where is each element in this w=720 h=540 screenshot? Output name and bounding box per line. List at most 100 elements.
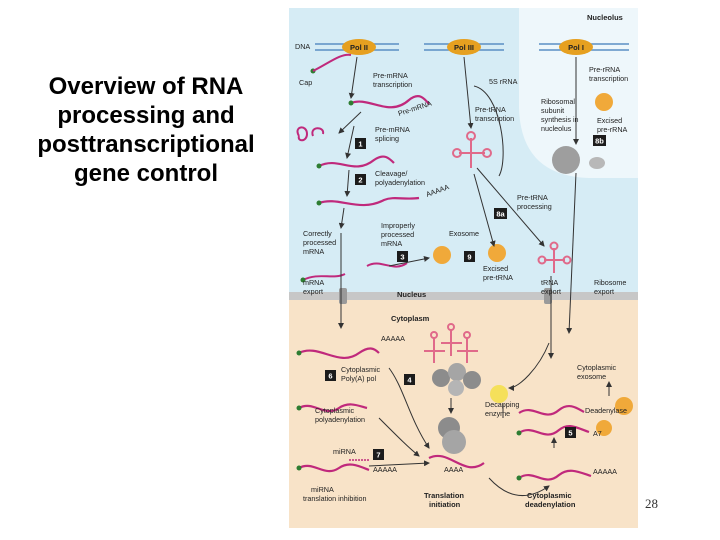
translated-mrna <box>428 454 485 469</box>
polyadenylated-mrna-cap <box>316 200 322 206</box>
cyto-polya-pol-1: Cytoplasmic <box>341 365 381 374</box>
pol-i-enzyme <box>559 39 593 55</box>
cyto-exosome-1: Cytoplasmic <box>577 363 617 372</box>
decapping-2: enzyme <box>485 409 510 418</box>
step-3-label: 3 <box>400 253 404 262</box>
correctly-processed-3: mRNA <box>303 247 324 256</box>
rna-processing-figure: Nucleolus Nucleus Cytoplasm DNA Pol II P… <box>289 8 638 528</box>
step-6-label: 6 <box>328 372 332 381</box>
title-line-4: gene control <box>73 160 218 187</box>
step-6-box <box>325 370 336 381</box>
deadenylation-mrna <box>518 469 592 481</box>
nuclear-envelope <box>289 292 638 300</box>
cyto-aaaaa: AAAAA <box>381 334 405 343</box>
nucleolus-label: Nucleolus <box>587 13 623 22</box>
translating-ribosome <box>438 417 466 454</box>
title-line-3: posttranscriptional <box>37 131 255 158</box>
cyto-deadenylation-1: Cytoplasmic <box>527 491 572 500</box>
mirna-target-cap <box>296 465 302 471</box>
small-ribosomal-subunit <box>589 157 605 169</box>
deadenylation-mrna-cap <box>516 475 522 481</box>
improperly-processed-2: processed <box>381 230 414 239</box>
cyto-polyadenylation-1: Cytoplasmic <box>315 406 355 415</box>
pre-trna-tx-1: Pre-tRNA <box>475 105 506 114</box>
pre-mrna-splicing-1: Pre-mRNA <box>375 125 410 134</box>
export-mrna-cap <box>300 277 306 283</box>
excised-pre-rrna-2: pre-rRNA <box>597 125 628 134</box>
ribosomal-subunit-1: Ribosomal <box>541 97 575 106</box>
mirna-inhibition-1: miRNA <box>311 485 334 494</box>
step-4-box <box>404 374 415 385</box>
deadenylated-mrna-cap <box>516 430 522 436</box>
decapping-mrna <box>518 404 585 416</box>
correctly-processed-2: processed <box>303 238 336 247</box>
cytoplasmic-exosome <box>615 397 633 415</box>
mirna-inhibition-2: translation inhibition <box>303 494 367 503</box>
pol-iii-label: Pol III <box>454 43 474 52</box>
step-7-label: 7 <box>376 451 380 460</box>
step-2-box <box>355 174 366 185</box>
cleavage-1: Cleavage/ <box>375 169 407 178</box>
step-8a-box <box>494 208 507 219</box>
step-8b-label: 8b <box>595 137 604 146</box>
cyto-aaaa: AAAA <box>444 465 463 474</box>
cyto-mrna-1 <box>298 347 380 359</box>
cyto-exosome-2: exosome <box>577 372 606 381</box>
mrna-export-1: mRNA <box>303 278 324 287</box>
improperly-processed-1: Improperly <box>381 221 415 230</box>
pre-trna-tx-2: transcription <box>475 114 514 123</box>
mirna-aaaaa: AAAAA <box>373 465 397 474</box>
step-5-box <box>565 427 576 438</box>
pol-ii-label: Pol II <box>350 43 368 52</box>
mature-trna <box>537 241 572 273</box>
cyto-mrna-2-cap <box>296 405 302 411</box>
title-line-1: Overview of RNA <box>48 73 244 100</box>
correctly-processed-1: Correctly <box>303 229 332 238</box>
nuclear-pore-1 <box>339 288 347 304</box>
polyadenylated-mrna <box>318 196 420 207</box>
cyto-deadenylation-2: deadenylation <box>525 500 576 509</box>
excised-pre-rrna-1: Excised <box>597 116 622 125</box>
ribosome-export-2: export <box>594 287 614 296</box>
cyto-aaaaa-right: AAAAA <box>593 467 617 476</box>
step-9-label: 9 <box>467 253 471 262</box>
ribosomal-subunit-2: subunit <box>541 106 564 115</box>
pre-trna-molecule <box>452 131 492 168</box>
rna-5s-label: 5S rRNA <box>489 77 518 86</box>
cytoplasm-region <box>289 300 638 528</box>
nascent-transcript <box>312 53 352 72</box>
step-3-box <box>397 251 408 262</box>
spliced-mrna-cap <box>316 163 322 169</box>
large-ribosomal-subunit <box>552 146 580 174</box>
exosome-label: Exosome <box>449 229 479 238</box>
cleavage-2: polyadenylation <box>375 178 425 187</box>
nucleus-label: Nucleus <box>397 290 426 299</box>
cyto-a7: A7 <box>593 429 602 438</box>
pol-ii-enzyme <box>342 39 376 55</box>
rna-processing-diagram: Nucleolus Nucleus Cytoplasm DNA Pol II P… <box>289 8 638 528</box>
excised-intron-1 <box>296 126 309 142</box>
ribosome-cluster <box>432 363 481 396</box>
pre-rrna-tx-2: transcription <box>589 74 628 83</box>
excised-intron-2 <box>311 127 325 137</box>
mrna-export-2: export <box>303 287 323 296</box>
slide-title: Overview of RNA processing and posttrans… <box>10 72 282 188</box>
pre-rrna-tx-1: Pre-rRNA <box>589 65 620 74</box>
pre-mrna-splicing-2: splicing <box>375 134 399 143</box>
ribosome-export-1: Ribosome <box>594 278 626 287</box>
cyto-mrna-1-cap <box>296 350 302 356</box>
translation-init-2: initiation <box>429 500 461 509</box>
pol-iii-enzyme <box>447 39 481 55</box>
pre-mrna-tx-1: Pre-mRNA <box>373 71 408 80</box>
dna-label: DNA <box>295 42 310 51</box>
pre-mrna-cap <box>348 100 354 106</box>
excised-pre-trna-2: pre-tRNA <box>483 273 513 282</box>
pre-mrna-tx-2: transcription <box>373 80 412 89</box>
cytoplasmic-trnas <box>424 323 478 363</box>
export-mrna <box>302 273 346 281</box>
translation-init-1: Translation <box>424 491 464 500</box>
step-5-label: 5 <box>568 429 572 438</box>
mirna-label: miRNA <box>333 447 356 456</box>
step-9-box <box>464 251 475 262</box>
title-line-2: processing and <box>57 102 235 129</box>
